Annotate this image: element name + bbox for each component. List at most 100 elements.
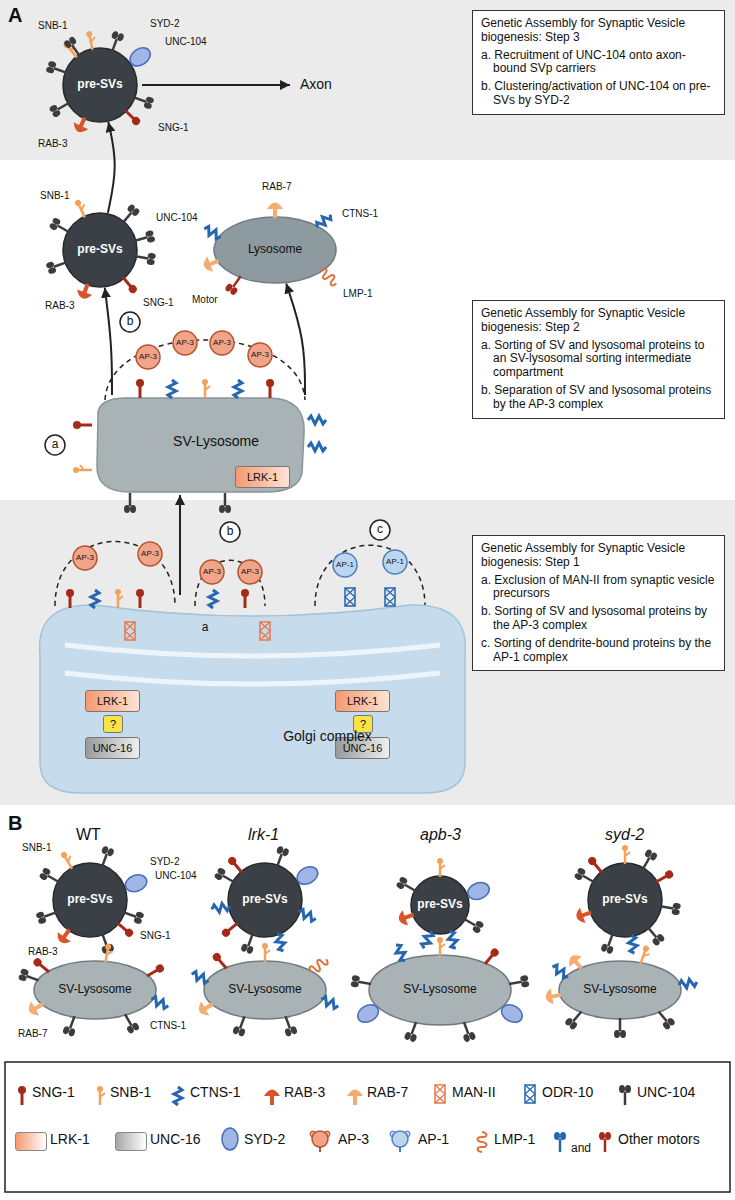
unc-icon — [107, 30, 125, 53]
sv-lysosome-compartment: SV-LysosomeLRK-1 — [90, 395, 310, 495]
syd-icon — [294, 863, 321, 888]
syd-icon-part — [123, 872, 149, 895]
outline-shape — [559, 961, 681, 1019]
ctns-icon-part — [550, 964, 570, 980]
unc-icon-part — [58, 226, 69, 233]
outline-shape — [228, 863, 302, 937]
unc-icon — [124, 493, 136, 513]
legend-text: UNC-104 — [637, 1085, 695, 1100]
unc-icon-part — [509, 982, 522, 984]
odr-icon-part — [525, 1085, 535, 1103]
adaptor-complex: AP-3 — [137, 541, 163, 567]
sng-icon-part — [234, 863, 242, 872]
unc-icon-part — [129, 493, 132, 506]
unc-icon-part — [232, 1026, 240, 1036]
unc-icon-part — [462, 1033, 470, 1043]
mr-icon — [599, 1132, 611, 1152]
snb-icon-part — [118, 596, 123, 600]
protein-label: and — [571, 1142, 591, 1155]
unc-icon-part — [521, 981, 530, 988]
unc-icon — [508, 975, 530, 990]
step-item: b. Sorting of SV and lysosomal proteins … — [481, 605, 716, 633]
mb-icon-part — [559, 1139, 562, 1152]
sng-icon — [482, 947, 500, 967]
snb-icon-part — [80, 204, 86, 210]
ctns-icon — [168, 380, 176, 398]
sng-icon — [654, 869, 674, 885]
unc-icon-part — [123, 212, 131, 222]
ctns-icon — [234, 380, 242, 398]
rab3-icon — [396, 907, 416, 927]
snb-icon-part — [90, 37, 96, 42]
node-text: ? — [110, 718, 116, 731]
ctns-icon-part — [274, 932, 288, 952]
budding-membrane — [195, 560, 265, 606]
node-text: SV-Lysosome — [403, 983, 477, 997]
node-text: a — [52, 438, 59, 452]
mb-icon — [554, 1132, 566, 1152]
sng-icon-part — [594, 863, 602, 872]
kinase-box: LRK-1 — [235, 466, 290, 488]
snb-icon-part — [117, 594, 120, 608]
outline-shape — [136, 345, 160, 369]
rab7-icon-part — [565, 952, 581, 967]
unc-icon-part — [573, 1011, 581, 1021]
step-item: c. Sorting of dendrite-bound proteins by… — [481, 637, 716, 665]
unc-icon-part — [126, 1025, 135, 1035]
unc-icon-part — [284, 1028, 292, 1038]
man-icon — [260, 622, 270, 640]
node-text: pre-SVs — [77, 243, 122, 257]
node-text: LRK-1 — [97, 695, 128, 708]
node-text: pre-SVs — [77, 78, 122, 92]
unc-icon — [45, 257, 68, 275]
odr-icon-part — [385, 588, 395, 606]
legend-text: RAB-3 — [284, 1085, 325, 1100]
unc-icon-part — [472, 925, 482, 934]
unc-icon-part — [240, 943, 248, 953]
node-text: UNC-16 — [343, 742, 383, 755]
ctns-icon-part — [308, 443, 326, 451]
outline-shape — [383, 550, 407, 574]
snb-icon-part — [202, 379, 208, 385]
unc-icon — [638, 849, 658, 872]
snb-icon-part — [622, 845, 628, 851]
unc-icon — [35, 907, 58, 925]
step-letter: b — [119, 311, 141, 333]
rab3-icon-part — [75, 290, 92, 302]
unc-icon — [132, 92, 155, 110]
unc-icon-part — [240, 1016, 244, 1028]
snb-icon-part — [439, 942, 442, 956]
unc-icon — [614, 1018, 626, 1038]
ctns-icon — [209, 590, 217, 608]
snb-icon-part — [100, 1093, 105, 1097]
unc-icon-part — [404, 1031, 412, 1041]
unc-icon — [458, 1020, 476, 1043]
outline-shape — [120, 312, 140, 332]
sng-icon-part — [136, 589, 144, 597]
mr-icon-part — [233, 276, 240, 287]
snb-icon — [86, 30, 98, 50]
unc-icon — [564, 1008, 586, 1031]
protein-label: Axon — [300, 77, 332, 92]
sng-icon-part — [123, 278, 131, 287]
man-icon-part — [125, 622, 135, 640]
outline-shape — [204, 961, 326, 1019]
ctns-icon-part — [320, 996, 340, 1010]
snb-icon-part — [264, 948, 267, 962]
protein-label: SNG-1 — [143, 297, 174, 308]
step-heading: Genetic Assembly for Synaptic Vesicle bi… — [481, 17, 716, 45]
unc-icon — [272, 845, 290, 868]
snb-icon — [60, 850, 76, 870]
sorting-arrow — [108, 122, 115, 213]
ctns-icon — [627, 935, 638, 954]
man-icon — [125, 622, 135, 640]
snb-icon-part — [440, 865, 445, 869]
unc-icon-part — [47, 60, 57, 68]
unc-icon-part — [404, 885, 415, 892]
node-text: UNC-16 — [93, 742, 133, 755]
budding-membrane — [55, 542, 175, 607]
sng-icon-part — [136, 379, 144, 387]
ctns-icon — [678, 978, 697, 989]
ap3-icon — [310, 1131, 330, 1152]
snb-icon — [115, 589, 123, 608]
